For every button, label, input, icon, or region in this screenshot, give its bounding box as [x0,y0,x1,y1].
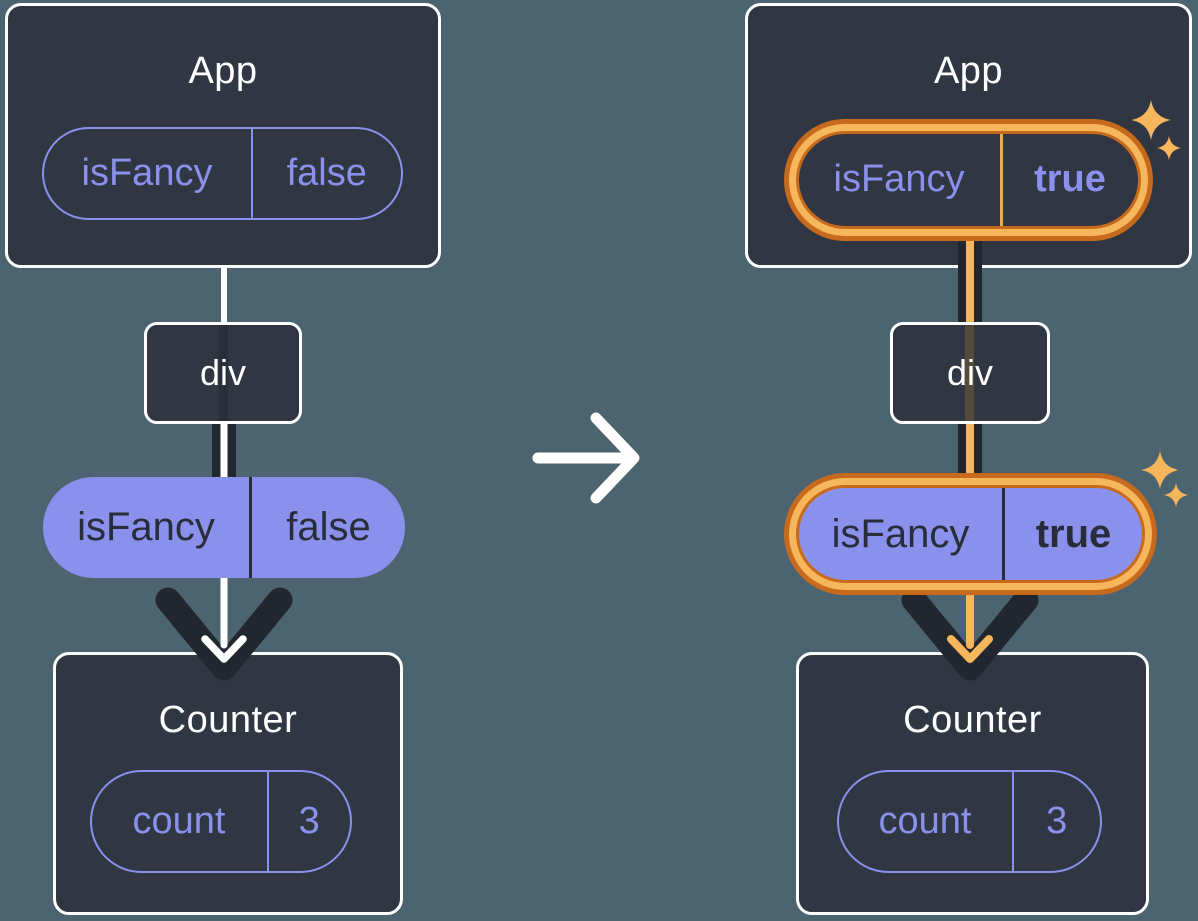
highlight-ring: isFancy true [783,118,1153,241]
sparkle-icon [1157,136,1181,160]
div-element-box: div [144,322,302,424]
prop-name: isFancy [831,511,970,556]
app-title: App [188,49,258,92]
pill-divider [1002,488,1005,580]
prop-name: isFancy [77,505,215,549]
pill-divider [266,771,269,871]
connector-div-prop [958,424,982,480]
passed-prop-pill: isFancy true [796,485,1145,583]
state-name: count [132,799,226,842]
app-state-pill: isFancy false [41,126,403,220]
state-value: 3 [1046,799,1068,842]
sparkle-icon [1131,100,1171,140]
state-name: isFancy [81,151,213,194]
prop-value: true [1035,511,1112,556]
state-value: true [1034,158,1106,200]
app-component-box: App isFancy false [5,3,441,268]
connector-div-prop [212,424,236,480]
connector-stripe [965,325,974,421]
state-value: 3 [298,799,320,842]
state-name: count [878,799,972,842]
pill-divider [999,133,1003,226]
pill-divider [249,477,252,578]
counter-title: Counter [158,698,298,741]
counter-state-pill: count 3 [89,769,352,873]
app-title: App [933,49,1004,92]
app-component-box: App isFancy true [745,3,1192,268]
div-element-box: div [890,322,1050,424]
counter-state-pill: count 3 [836,769,1102,873]
highlight-ring-inner: isFancy true [788,123,1148,236]
connector-app-div [958,241,982,322]
passed-prop-pill: isFancy false [43,477,405,578]
connector-core [966,241,974,322]
div-label: div [199,352,247,393]
pill-divider [1011,771,1014,871]
counter-title: Counter [903,698,1042,741]
prop-value: false [286,505,371,549]
counter-component-box: Counter count 3 [53,652,403,915]
highlight-ring-inner: isFancy true [789,478,1152,590]
sparkle-icon [1164,483,1188,507]
connector-stripe [219,325,228,421]
connector-app-div [221,266,227,324]
state-value: false [286,151,367,194]
highlight-ring: isFancy true [784,473,1157,595]
connector-core [220,424,228,480]
connector-core [966,424,974,480]
state-name: isFancy [833,158,965,200]
counter-component-box: Counter count 3 [796,652,1149,915]
pill-divider [250,128,253,218]
sparkle-icon [1141,451,1179,489]
app-state-pill: isFancy true [795,130,1141,229]
div-label: div [946,352,994,393]
transition-right-arrow-icon [532,412,640,504]
